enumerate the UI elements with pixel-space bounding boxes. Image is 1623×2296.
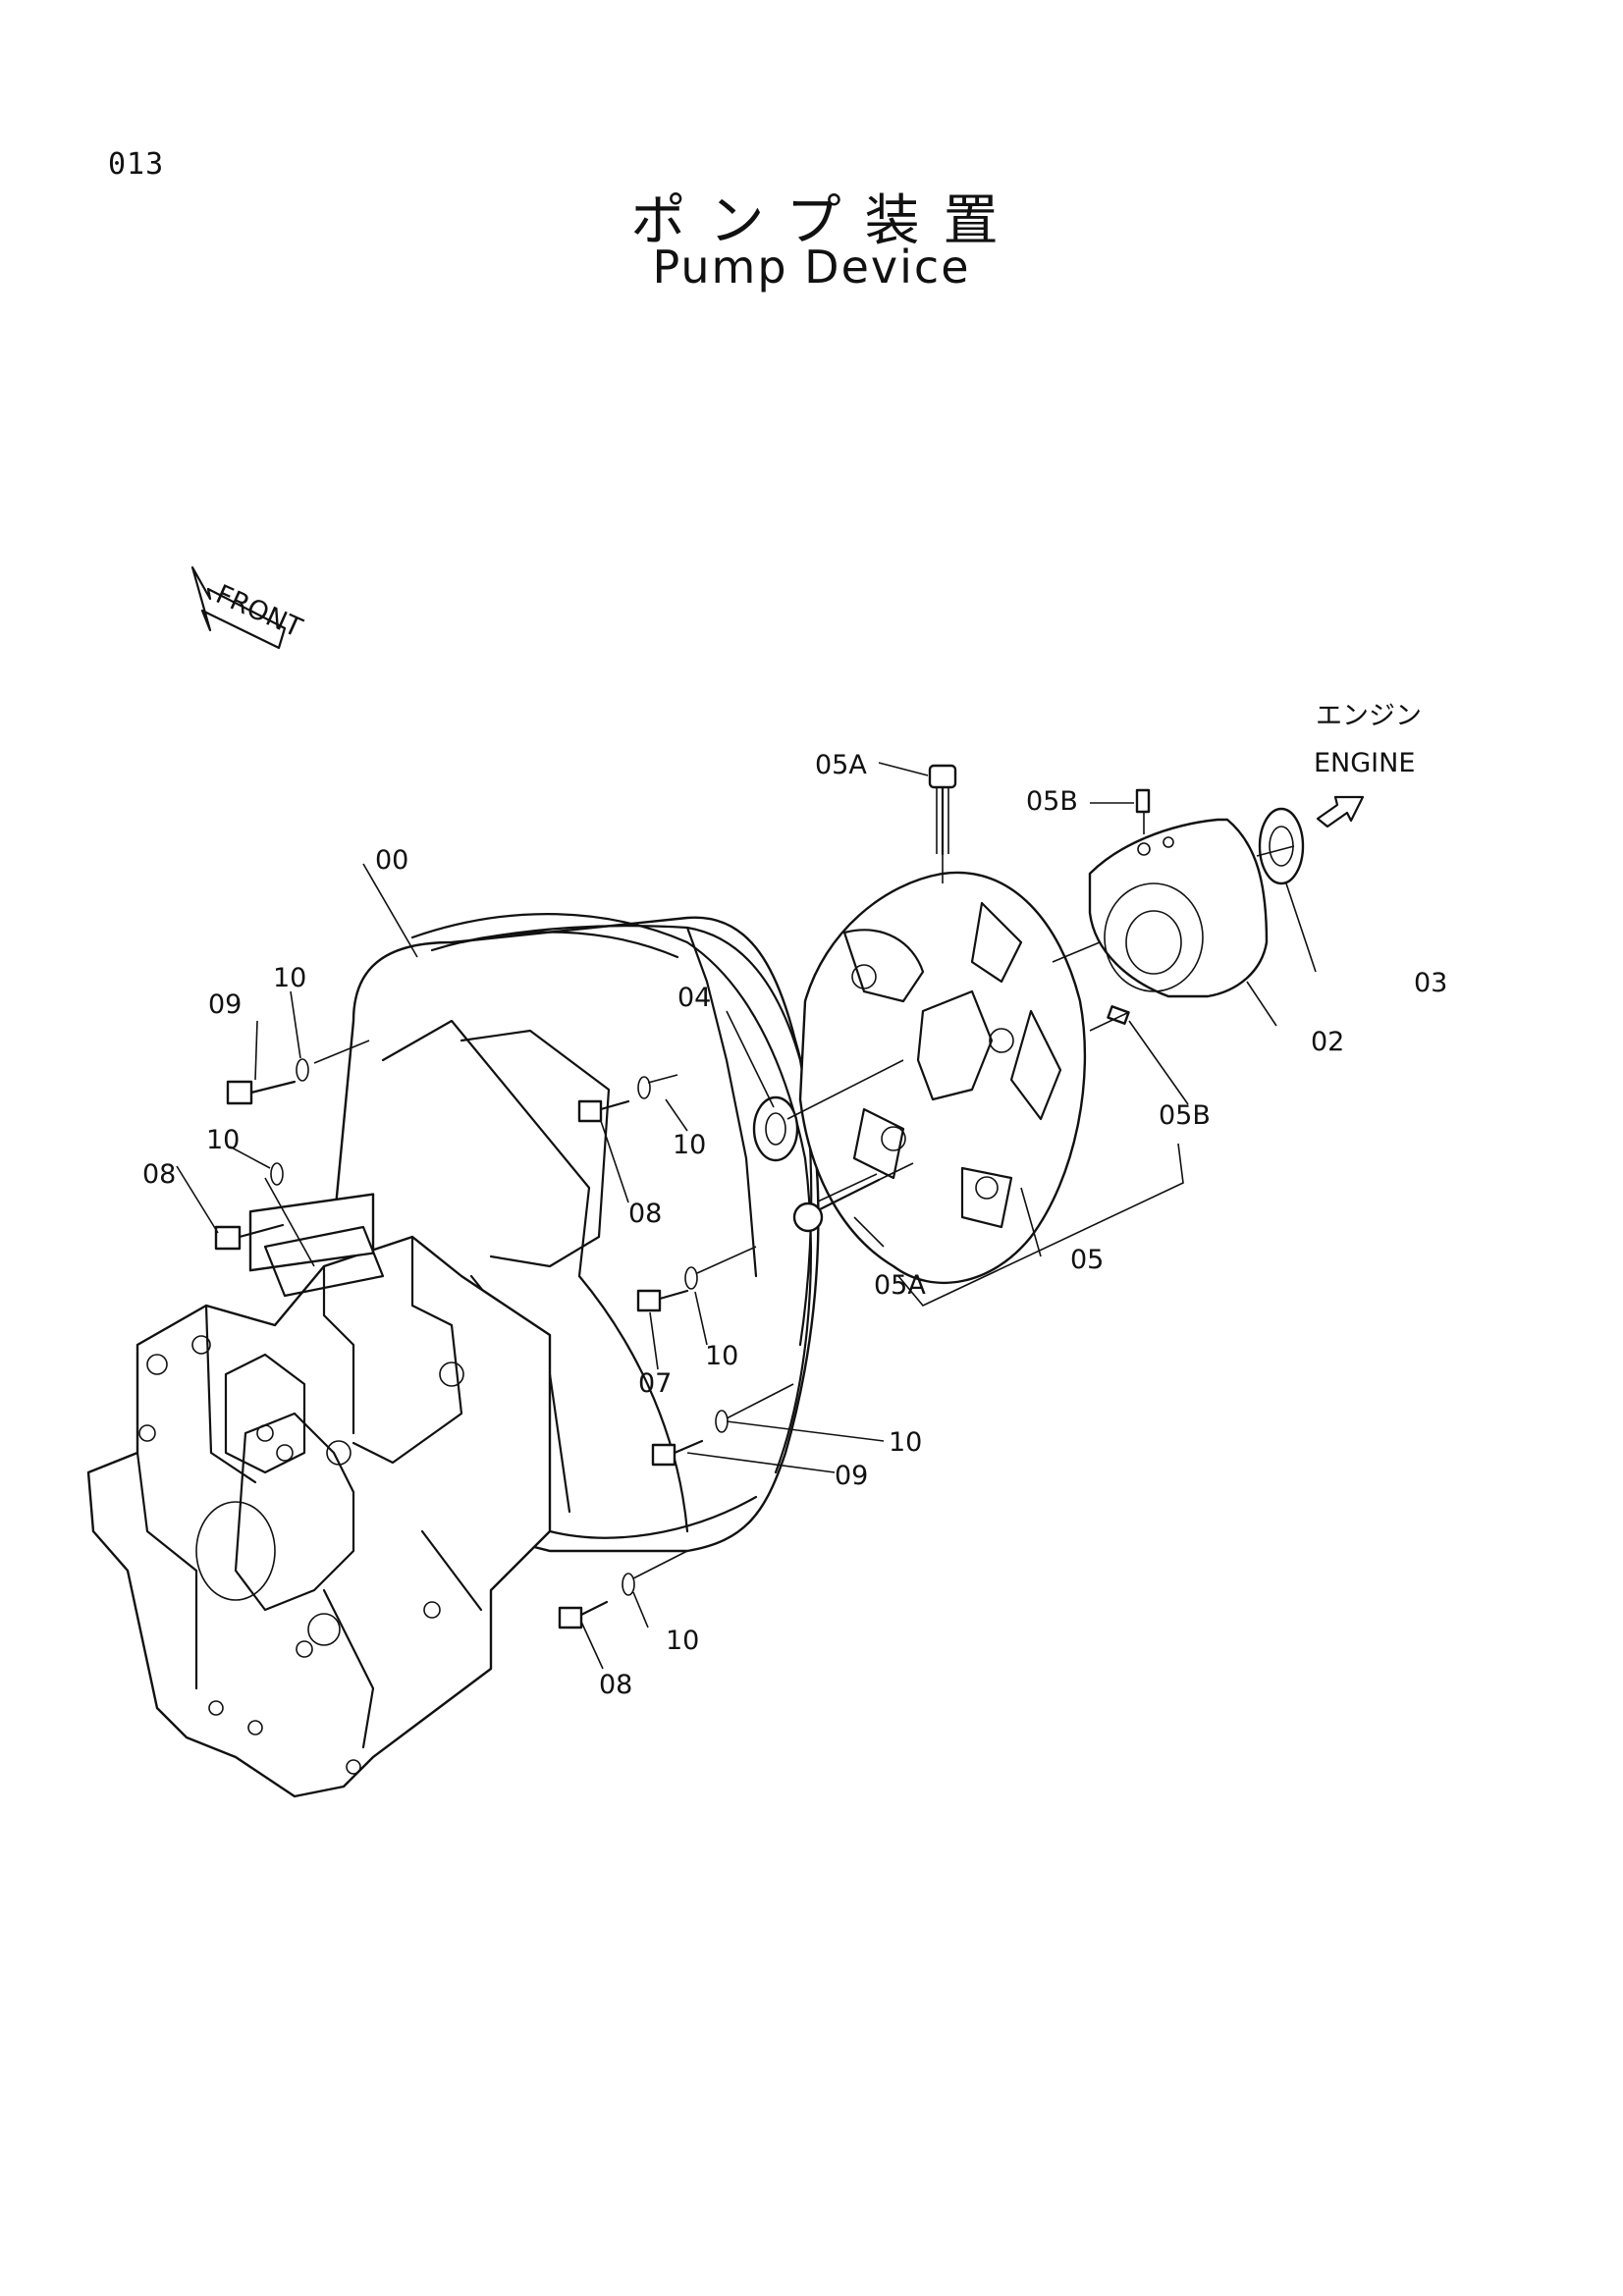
callout-10-d: 10 — [705, 1341, 738, 1371]
engine-arrow-icon — [1316, 795, 1365, 828]
callout-05b-top: 05B — [1026, 786, 1078, 817]
front-label: FRONT — [211, 579, 306, 644]
front-arrow-icon: FRONT — [190, 565, 306, 650]
callout-00: 00 — [375, 845, 408, 876]
callout-08-mid: 08 — [628, 1199, 662, 1229]
leader-lines — [176, 762, 1317, 1670]
callout-02: 02 — [1311, 1027, 1344, 1057]
bolt-05a-bottom — [792, 1173, 881, 1233]
callout-08-left: 08 — [142, 1159, 176, 1190]
callout-09-left: 09 — [208, 989, 242, 1020]
coupling-05 — [798, 871, 1087, 1285]
callout-04: 04 — [677, 983, 711, 1013]
callout-10-f: 10 — [666, 1626, 699, 1656]
title-english: Pump Device — [652, 240, 971, 294]
hub-02 — [1088, 818, 1269, 998]
callout-10-e: 10 — [889, 1427, 922, 1458]
callout-03: 03 — [1414, 968, 1447, 998]
bolts-and-washers — [214, 1058, 729, 1629]
callout-10-a: 10 — [273, 963, 306, 993]
callout-07: 07 — [638, 1368, 672, 1399]
pin-05b-top — [1135, 788, 1151, 814]
callout-10-b: 10 — [206, 1125, 240, 1155]
callout-05: 05 — [1070, 1245, 1104, 1275]
washer-04 — [752, 1095, 799, 1162]
callout-05b-right: 05B — [1159, 1100, 1211, 1131]
engine-label-en: ENGINE — [1314, 748, 1415, 778]
seal-03 — [1258, 807, 1305, 885]
callout-05a-bottom: 05A — [874, 1270, 926, 1301]
callout-09-bottom: 09 — [835, 1461, 868, 1491]
bolt-05a-top — [928, 764, 957, 856]
hydraulic-pump-body — [86, 1193, 552, 1798]
callout-05a-top: 05A — [815, 750, 867, 780]
page-number: 013 — [108, 147, 165, 182]
callout-10-c: 10 — [673, 1130, 706, 1160]
callout-08-bottom: 08 — [599, 1670, 632, 1700]
flange-ring — [410, 913, 812, 1474]
title-japanese: ポンプ装置 — [630, 189, 1022, 253]
engine-label-jp: エンジン — [1316, 701, 1422, 731]
